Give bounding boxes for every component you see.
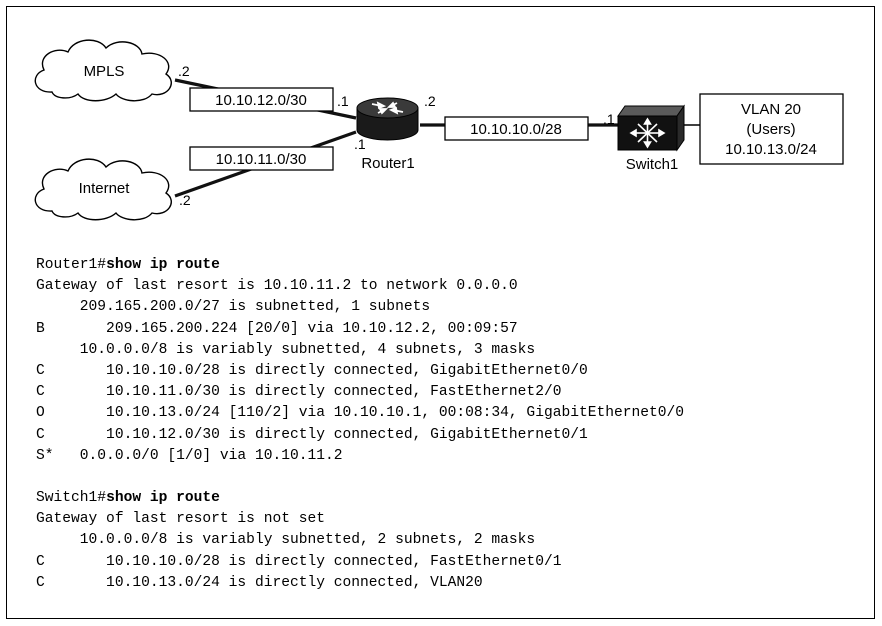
mpls-subnet-label: 10.10.12.0/30 xyxy=(215,92,307,109)
vlan-subnet-label: 10.10.13.0/24 xyxy=(725,141,817,158)
mpls-cloud-icon xyxy=(34,39,172,102)
internet-subnet-box: 10.10.11.0/30 xyxy=(189,146,334,171)
router-command-line: Router1#show ip route xyxy=(36,255,684,276)
router-output-line: B 209.165.200.224 [20/0] via 10.10.12.2,… xyxy=(36,320,518,337)
router-command: show ip route xyxy=(106,257,220,273)
router-output-line: C 10.10.11.0/30 is directly connected, F… xyxy=(36,384,562,401)
router-output-line: C 10.10.12.0/30 is directly connected, G… xyxy=(36,426,588,443)
router-output-line: S* 0.0.0.0/0 [1/0] via 10.10.11.2 xyxy=(36,447,343,464)
internet-cloud-label: Internet xyxy=(79,180,131,197)
switch-command: show ip route xyxy=(106,490,220,507)
switch-prompt: Switch1# xyxy=(36,490,107,507)
blank-line xyxy=(36,467,684,488)
router-output-line: O 10.10.13.0/24 [110/2] via 10.10.10.1, … xyxy=(36,405,685,422)
cli-output: Router1#show ip route Gateway of last re… xyxy=(36,255,684,594)
vlan-role-label: (Users) xyxy=(746,121,795,138)
router-prompt: Router1# xyxy=(36,257,107,273)
router-output-line: 10.0.0.0/8 is variably subnetted, 4 subn… xyxy=(36,341,536,358)
layer3-switch-icon xyxy=(617,104,685,152)
internet-subnet-label: 10.10.11.0/30 xyxy=(216,151,307,168)
mpls-host-octet: .2 xyxy=(178,63,190,79)
router-label: Router1 xyxy=(361,155,414,172)
mpls-subnet-box: 10.10.12.0/30 xyxy=(189,87,334,112)
switch-router-octet: .1 xyxy=(603,111,615,127)
router-mpls-octet: .1 xyxy=(337,93,349,109)
switch-output-line: C 10.10.13.0/24 is directly connected, V… xyxy=(36,574,483,591)
router-switch-subnet-box: 10.10.10.0/28 xyxy=(444,116,589,141)
topology-diagram: MPLS .2 Internet .2 10.10.12.0/30 10.10.… xyxy=(34,39,844,221)
router-output-line: 209.165.200.0/27 is subnetted, 1 subnets xyxy=(36,299,431,316)
switch-output-line: C 10.10.10.0/28 is directly connected, F… xyxy=(36,553,562,570)
router-switch-subnet-label: 10.10.10.0/28 xyxy=(470,121,562,138)
switch-output-line: 10.0.0.0/8 is variably subnetted, 2 subn… xyxy=(36,532,536,549)
router-icon xyxy=(356,97,419,141)
switch-label: Switch1 xyxy=(626,156,679,173)
switch-command-line: Switch1#show ip route xyxy=(36,488,684,509)
vlan-users-box: VLAN 20 (Users) 10.10.13.0/24 xyxy=(699,93,844,165)
router-internet-octet: .1 xyxy=(354,136,366,152)
figure-border xyxy=(6,6,875,619)
vlan-name-label: VLAN 20 xyxy=(741,101,801,118)
router-switch-octet: .2 xyxy=(424,93,436,109)
internet-host-octet: .2 xyxy=(179,192,191,208)
router-output-line: C 10.10.10.0/28 is directly connected, G… xyxy=(36,362,588,379)
switch-output-line: Gateway of last resort is not set xyxy=(36,511,326,528)
router-output-line: Gateway of last resort is 10.10.11.2 to … xyxy=(36,278,518,295)
internet-cloud-icon xyxy=(34,158,172,221)
mpls-cloud-label: MPLS xyxy=(84,63,125,80)
